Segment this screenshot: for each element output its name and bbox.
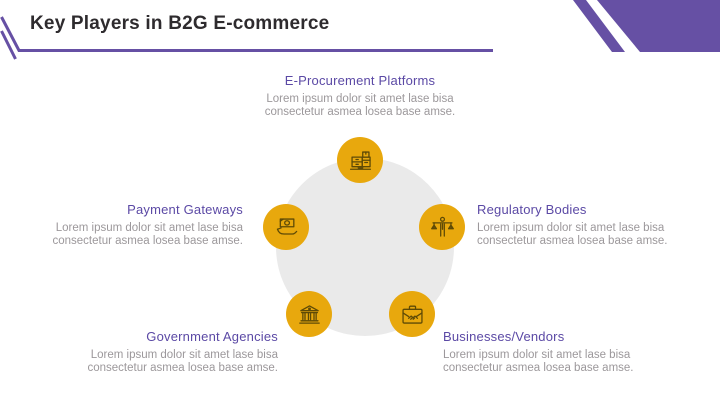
player-title: Regulatory Bodies xyxy=(477,202,587,217)
player-description-line: consectetur asmea losea base amse. xyxy=(264,106,456,118)
player-description-line: Lorem ipsum dolor sit amet lase bisa xyxy=(266,93,454,105)
player-description-line: consectetur asmea losea base amse. xyxy=(52,235,244,247)
player-block-regulatory: Regulatory Bodies Lorem ipsum dolor sit … xyxy=(477,202,687,248)
player-block-government: Government Agencies Lorem ipsum dolor si… xyxy=(68,329,279,375)
player-description-line: Lorem ipsum dolor sit amet lase bisa xyxy=(90,349,278,361)
node-government xyxy=(286,291,332,337)
player-description-line: Lorem ipsum dolor sit amet lase bisa xyxy=(477,222,665,234)
node-e-procurement xyxy=(337,137,383,183)
justice-scales-icon xyxy=(430,216,454,237)
page-title: Key Players in B2G E-commerce xyxy=(30,13,330,34)
player-description-line: Lorem ipsum dolor sit amet lase bisa xyxy=(55,222,243,234)
bank-building-icon xyxy=(298,304,320,324)
node-regulatory xyxy=(419,204,465,250)
hand-banknote-icon xyxy=(276,217,297,235)
player-title: Government Agencies xyxy=(146,329,278,344)
player-title: E-Procurement Platforms xyxy=(284,73,436,88)
corner-parallelogram xyxy=(597,0,720,52)
title-underline-accent xyxy=(0,30,17,60)
player-description-line: consectetur asmea losea base amse. xyxy=(443,362,634,374)
player-block-payment: Payment Gateways Lorem ipsum dolor sit a… xyxy=(33,202,244,248)
player-title: Businesses/Vendors xyxy=(443,329,565,344)
corner-stripe xyxy=(573,0,625,52)
node-business xyxy=(389,291,435,337)
player-title: Payment Gateways xyxy=(127,202,243,217)
player-description-line: consectetur asmea losea base amse. xyxy=(477,235,668,247)
player-description-line: Lorem ipsum dolor sit amet lase bisa xyxy=(443,349,631,361)
warehouse-boxes-icon xyxy=(349,150,371,170)
briefcase-handshake-icon xyxy=(401,305,423,324)
player-description-line: consectetur asmea losea base amse. xyxy=(87,362,279,374)
node-payment xyxy=(263,204,309,250)
player-block-e-procurement: E-Procurement Platforms Lorem ipsum dolo… xyxy=(247,73,473,119)
player-block-business: Businesses/Vendors Lorem ipsum dolor sit… xyxy=(443,329,653,375)
